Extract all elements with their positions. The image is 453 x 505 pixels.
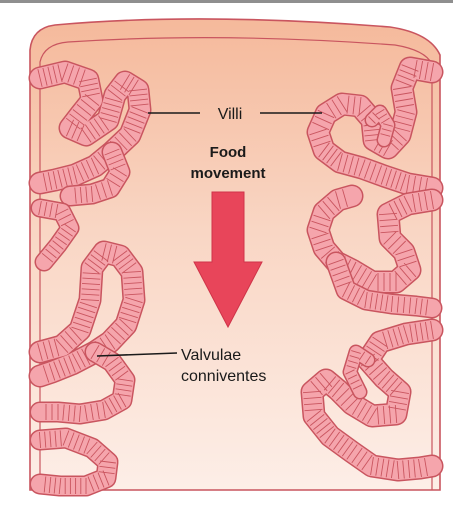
intestine-inner-wall [39, 37, 433, 490]
fold-right-upper-loop-villi [368, 109, 393, 137]
fold-right-upper-fill [308, 58, 442, 198]
fold-right-lower-villi [302, 321, 434, 480]
fold-right-lower-inner-villi [345, 350, 372, 390]
food-movement-label-line1: Food [210, 144, 247, 161]
fold-right-middle-tail-villi [328, 258, 429, 316]
fold-left-upper-fill [30, 62, 150, 193]
valvulae-label-line2: conniventes [181, 368, 266, 385]
fold-left-middle-villi [38, 201, 76, 263]
top-border [0, 0, 453, 3]
fold-left-lower-inner-villi [45, 344, 133, 423]
fold-right-middle-tail-fill [327, 253, 441, 317]
villi-label: Villi [218, 106, 243, 123]
fold-left-lower-villi [37, 243, 143, 383]
food-movement-arrow [193, 191, 263, 329]
valvulae-label-line1: Valvulae [181, 347, 241, 364]
fold-left-bottom-villi [38, 430, 116, 495]
valvulae-leader [96, 352, 178, 357]
fold-left-bottom-fill [31, 429, 117, 495]
fold-left-upper-branch-villi [74, 148, 128, 204]
valvulae-folds [28, 56, 444, 497]
food-movement-label-line2: movement [190, 165, 265, 182]
